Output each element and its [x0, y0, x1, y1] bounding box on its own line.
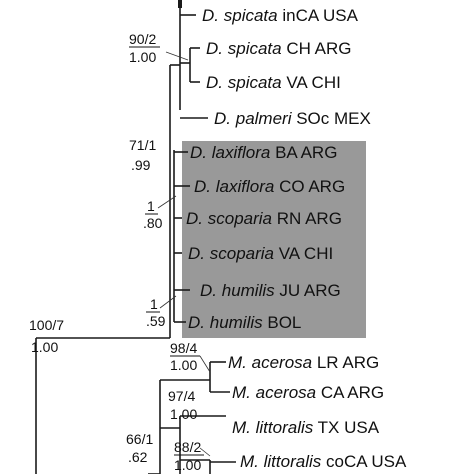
- taxon-label-1: D. spicata inCA USA: [202, 6, 359, 25]
- support-71-bottom: .99: [131, 157, 151, 173]
- support-1b-top: 1: [150, 296, 158, 312]
- tree-branches: [35, 0, 236, 474]
- support-97-top: 97/4: [168, 388, 195, 404]
- taxon-label-14: M. littoralis coCA USA: [240, 452, 407, 471]
- support-90-bottom: 1.00: [129, 49, 156, 65]
- taxon-label-10: D. humilis BOL: [188, 313, 301, 332]
- support-1a-top: 1: [147, 198, 155, 214]
- support-88-top: 88/2: [174, 439, 201, 455]
- taxon-label-7: D. scoparia RN ARG: [186, 209, 342, 228]
- leader-88: [199, 447, 211, 457]
- taxon-label-11: M. acerosa LR ARG: [228, 353, 379, 372]
- taxon-label-12: M. acerosa CA ARG: [232, 383, 384, 402]
- support-leaders: [157, 51, 211, 457]
- taxon-label-13: M. littoralis TX USA: [232, 418, 380, 437]
- taxon-label-9: D. humilis JU ARG: [200, 281, 341, 300]
- support-90-top: 90/2: [129, 31, 156, 47]
- support-100-top: 100/7: [29, 317, 64, 333]
- support-1b-bottom: .59: [146, 313, 166, 329]
- support-values: 90/2 1.00 71/1 .99 1 .80 1 .59 100/7 1.0…: [29, 31, 204, 473]
- taxon-label-6: D. laxiflora CO ARG: [194, 177, 345, 196]
- highlighted-clade-box: [182, 141, 366, 338]
- leader-98: [199, 355, 211, 373]
- support-1a-bottom: .80: [143, 215, 163, 231]
- taxon-label-2: D. spicata CH ARG: [206, 39, 352, 58]
- support-66-bottom: .62: [128, 449, 148, 465]
- support-66-top: 66/1: [126, 431, 153, 447]
- leader-90: [165, 51, 189, 61]
- support-97-bottom: 1.00: [170, 406, 197, 422]
- support-98-bottom: 1.00: [170, 357, 197, 373]
- taxon-label-5: D. laxiflora BA ARG: [190, 143, 337, 162]
- support-88-bottom: 1.00: [174, 457, 201, 473]
- taxon-labels: D. spicata inCA USA D. spicata CH ARG D.…: [186, 6, 407, 471]
- support-98-top: 98/4: [170, 340, 197, 356]
- taxon-label-8: D. scoparia VA CHI: [188, 244, 333, 263]
- leader-1-b: [159, 295, 177, 309]
- taxon-label-4: D. palmeri SOc MEX: [214, 109, 371, 128]
- support-71-top: 71/1: [129, 137, 156, 153]
- support-100-bottom: 1.00: [31, 339, 58, 355]
- taxon-label-3: D. spicata VA CHI: [206, 73, 341, 92]
- leader-1-a: [157, 195, 177, 209]
